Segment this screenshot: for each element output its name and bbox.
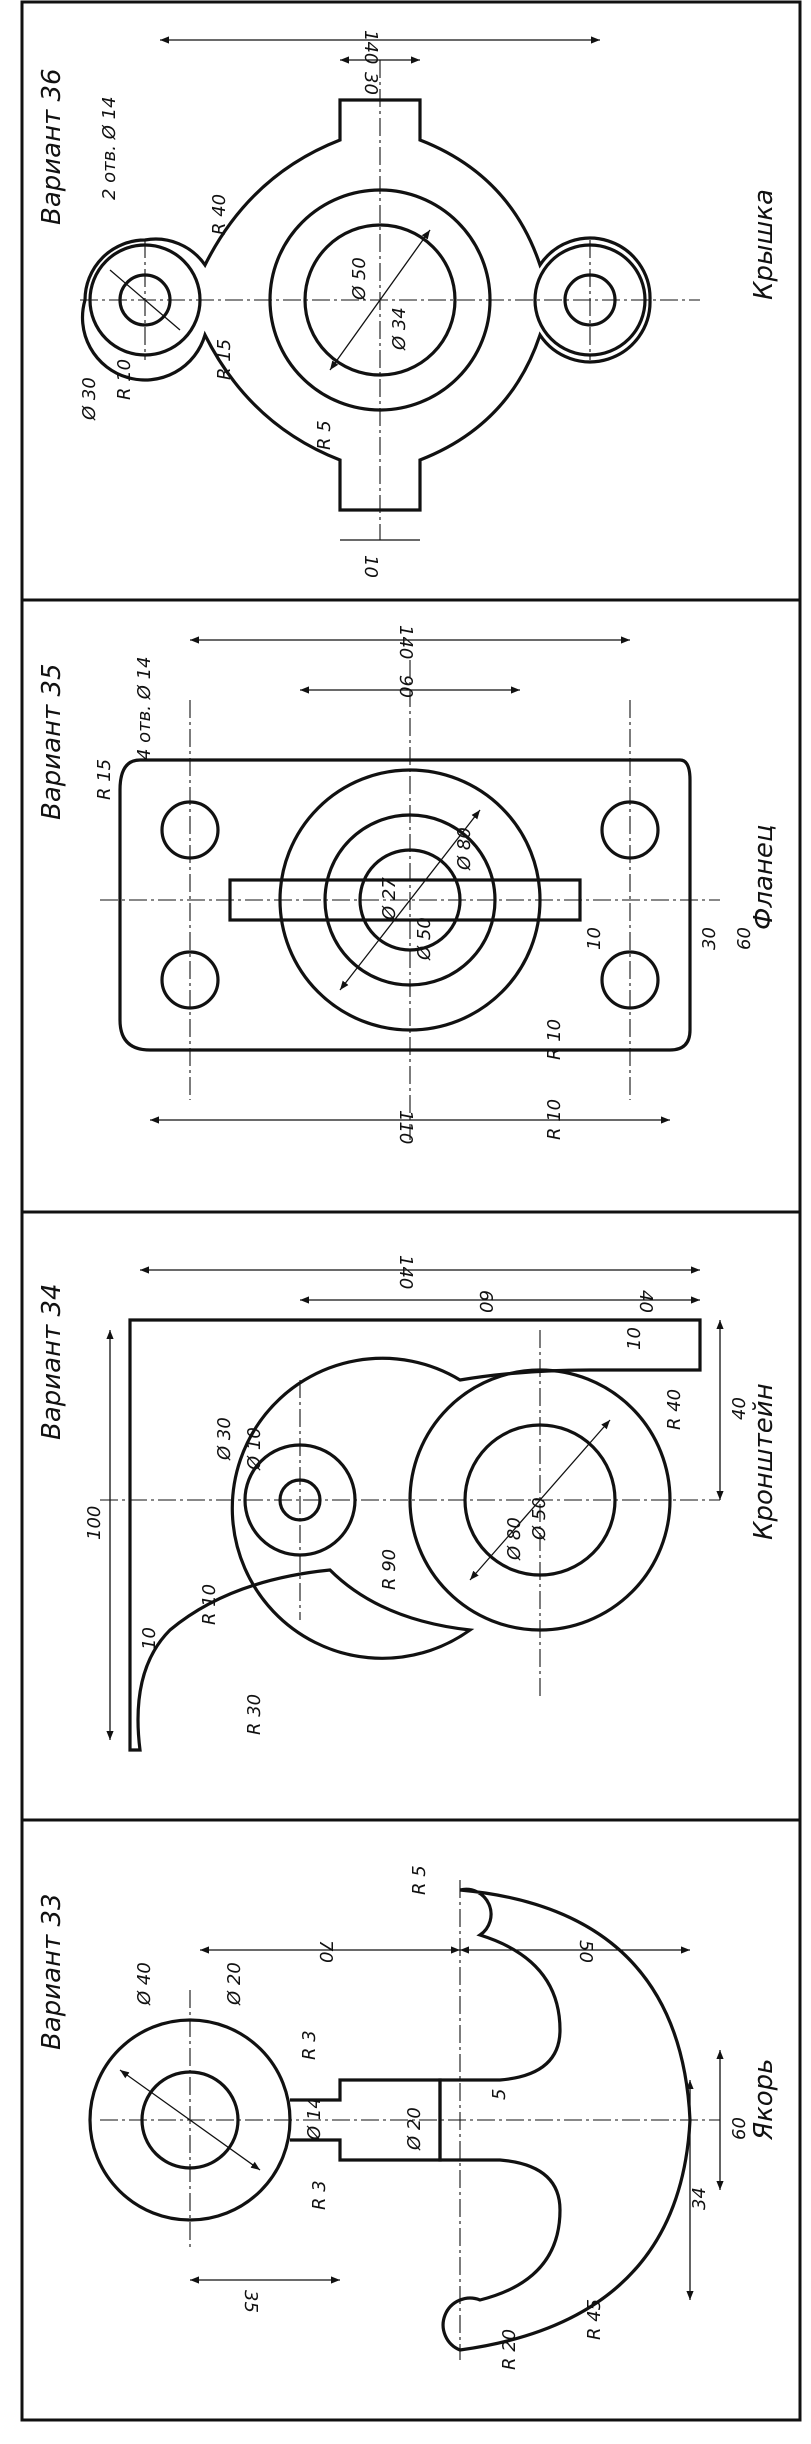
variant-title: Вариант 33 bbox=[37, 1893, 67, 2050]
dim-label: 30 bbox=[699, 927, 720, 950]
variant-title: Вариант 34 bbox=[37, 1283, 67, 1440]
dim-label: R 10 bbox=[544, 1019, 565, 1060]
panel-variant-33: Вариант 33 Якорь Ø 40 Ø 20 R 3 R 3 Ø 14 … bbox=[37, 1865, 779, 2370]
dim-label: 35 bbox=[240, 2290, 261, 2313]
dim-label: R 10 bbox=[544, 1099, 565, 1140]
dim-label: Ø 50 bbox=[414, 917, 435, 961]
dim-label: 5 bbox=[489, 2089, 510, 2100]
dim-label: 60 bbox=[475, 1290, 496, 1313]
dim-label: R 10 bbox=[199, 1584, 220, 1625]
dim-label: 40 bbox=[635, 1290, 656, 1313]
dim-label: 10 bbox=[360, 555, 381, 578]
lug-circle bbox=[533, 243, 647, 357]
dim-label: R 10 bbox=[114, 359, 135, 400]
hole-circle bbox=[118, 273, 172, 327]
cover-outline bbox=[80, 98, 652, 512]
panel-variant-34: Вариант 34 Кронштейн Ø 30 Ø 10 R 10 R 30… bbox=[37, 1255, 779, 1752]
dim-label: 110 bbox=[395, 1110, 416, 1144]
dim-label: R 3 bbox=[299, 2030, 320, 2060]
dim-label: 10 bbox=[624, 1327, 645, 1350]
dim-label: 60 bbox=[734, 927, 755, 950]
boss-circle bbox=[268, 188, 492, 412]
dim-leader bbox=[109, 269, 181, 331]
bolt-hole bbox=[600, 950, 660, 1010]
dim-label: 2 отв. Ø 14 bbox=[99, 96, 120, 200]
dim-label: 10 bbox=[139, 1627, 160, 1650]
dim-label: Ø 80 bbox=[454, 827, 475, 871]
dim-line bbox=[339, 809, 481, 991]
dim-label: R 30 bbox=[244, 1694, 265, 1735]
dim-label: Ø 30 bbox=[214, 1417, 235, 1461]
dim-label: Ø 10 bbox=[244, 1427, 265, 1471]
lug-circle bbox=[88, 243, 202, 357]
boss-circle bbox=[408, 1368, 672, 1632]
dim-label: Ø 80 bbox=[504, 1517, 525, 1561]
dim-label: 34 bbox=[689, 2187, 710, 2210]
dim-label: 70 bbox=[315, 1940, 336, 1963]
dim-label: 4 отв. Ø 14 bbox=[134, 656, 155, 760]
dim-label: Ø 50 bbox=[529, 1497, 550, 1541]
variant-title: Вариант 36 bbox=[37, 68, 67, 225]
hole-circle bbox=[563, 273, 617, 327]
hole-circle bbox=[278, 1478, 322, 1522]
dim-label: R 5 bbox=[314, 420, 335, 450]
dim-label: 100 bbox=[84, 1506, 105, 1540]
lug-circle bbox=[243, 1443, 357, 1557]
dim-label: R 5 bbox=[409, 1865, 430, 1895]
dim-label: R 20 bbox=[499, 2329, 520, 2370]
dim-label: 140 bbox=[360, 30, 381, 64]
dim-label: Ø 30 bbox=[79, 377, 100, 421]
dim-label: 140 bbox=[395, 625, 416, 659]
dim-label: 10 bbox=[584, 927, 605, 950]
dim-label: R 40 bbox=[664, 1389, 685, 1430]
dim-label: Ø 14 bbox=[304, 2097, 325, 2141]
dim-label: R 40 bbox=[209, 194, 230, 235]
dim-label: R 15 bbox=[94, 759, 115, 800]
dim-label: 60 bbox=[729, 2117, 750, 2140]
bracket-outline bbox=[128, 1318, 702, 1752]
variant-title: Вариант 35 bbox=[37, 663, 67, 820]
dim-label: R 45 bbox=[584, 2299, 605, 2340]
dim-line bbox=[119, 2069, 261, 2171]
bolt-hole bbox=[160, 800, 220, 860]
ring-circle bbox=[88, 2018, 292, 2222]
dim-label: 30 bbox=[360, 72, 381, 95]
part-name: Крышка bbox=[749, 189, 779, 300]
dim-label: Ø 20 bbox=[224, 1962, 245, 2006]
dim-line bbox=[469, 1419, 611, 1581]
dim-label: 40 bbox=[729, 1397, 750, 1420]
hub-circle bbox=[278, 768, 542, 1032]
bolt-hole bbox=[160, 950, 220, 1010]
dim-label: Ø 27 bbox=[379, 877, 400, 921]
dim-label: R 15 bbox=[214, 339, 235, 380]
dim-label: R 3 bbox=[309, 2180, 330, 2210]
dim-label: 90 bbox=[395, 675, 416, 698]
dim-label: 50 bbox=[575, 1940, 596, 1963]
dim-label: R 90 bbox=[379, 1549, 400, 1590]
dim-label: Ø 40 bbox=[134, 1962, 155, 2006]
bore-circle bbox=[303, 223, 457, 377]
part-name: Якорь bbox=[749, 2058, 779, 2141]
dim-line bbox=[329, 229, 431, 371]
panel-variant-35: Вариант 35 Фланец 4 отв. Ø 14 R 15 R 10 … bbox=[37, 625, 779, 1144]
bolt-hole bbox=[600, 800, 660, 860]
dim-label: Ø 20 bbox=[404, 2107, 425, 2151]
part-name: Кронштейн bbox=[749, 1383, 779, 1540]
panel-variant-36: Вариант 36 Крышка 2 отв. Ø 14 Ø 30 R 10 … bbox=[37, 30, 779, 578]
dim-label: Ø 50 bbox=[349, 257, 370, 301]
part-name: Фланец bbox=[749, 824, 779, 930]
dim-label: Ø 34 bbox=[389, 307, 410, 351]
flange-outline bbox=[118, 758, 692, 1052]
dim-label: 140 bbox=[395, 1255, 416, 1289]
